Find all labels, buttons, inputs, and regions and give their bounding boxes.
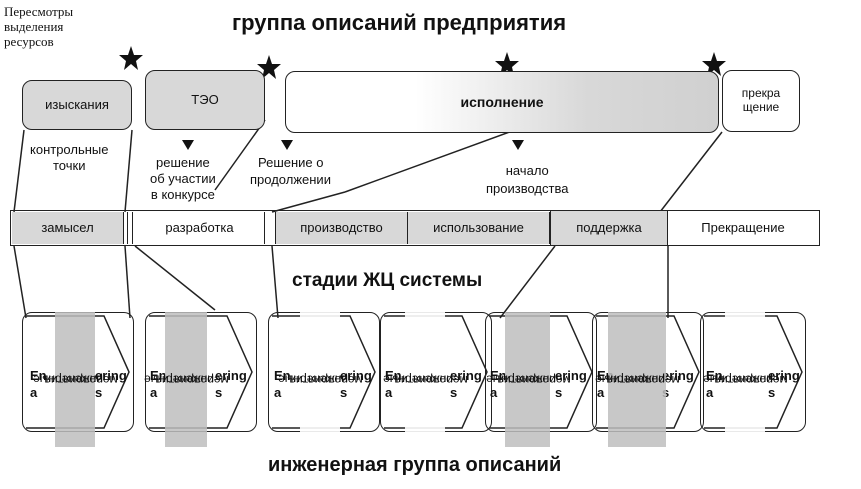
stage-production-label: производство [300, 219, 383, 235]
phase-execution: исполнение [285, 71, 719, 133]
control-points-note: контрольные точки [30, 142, 108, 173]
engineering-group-title: инженерная группа описаний [268, 454, 562, 476]
stage-termination: Прекращение [668, 212, 818, 244]
phase-termination: прекра щение [722, 70, 800, 132]
production-start-note: начало производства [486, 162, 568, 198]
enterprise-group-title: группа описаний предприятия [232, 10, 567, 35]
phase-feasibility-label: ТЭО [191, 91, 219, 107]
stage-development: разработка [135, 212, 265, 244]
note-line: продолжении [250, 172, 331, 187]
stage-divider [127, 212, 133, 244]
phase-termination-label-2: щение [742, 100, 780, 114]
milestone-star-icon [119, 46, 726, 79]
note-line: начало [505, 163, 549, 178]
lifecycle-stage-bar [10, 210, 820, 246]
note-line: решение [155, 155, 210, 170]
note-line: точки [53, 157, 86, 173]
stage-usage: использование [408, 212, 550, 244]
tender-decision-note: решение об участии в конкурсе [150, 155, 216, 203]
continue-decision-note: Решение о продолжении [250, 154, 331, 188]
note-line: ресурсов [4, 34, 54, 49]
stage-termination-label: Прекращение [701, 219, 785, 235]
resource-review-note: Пересмотры выделения ресурсов [4, 4, 73, 49]
stage-concept-label: замысел [41, 219, 94, 235]
phase-execution-label: исполнение [460, 93, 544, 110]
phase-feasibility: ТЭО [145, 70, 265, 130]
lifecycle-stages-title: стадии ЖЦ системы [292, 270, 483, 291]
stage-development-label: разработка [165, 219, 234, 235]
stage-support-label: поддержка [576, 219, 642, 235]
note-line: в конкурсе [150, 187, 215, 202]
note-line: контрольные [30, 142, 109, 157]
note-line: выделения [4, 19, 64, 34]
stage-support: поддержка [550, 210, 668, 246]
phase-survey: изыскания [22, 80, 132, 130]
note-line: Пересмотры [4, 4, 74, 19]
stage-concept: замысел [12, 212, 124, 244]
note-line: Решение о [258, 155, 324, 170]
stage-production: производство [275, 212, 408, 244]
phase-termination-label-1: прекра [741, 86, 781, 101]
phase-survey-label: изыскания [45, 96, 109, 112]
stage-usage-label: использование [433, 219, 524, 235]
note-line: об участии [150, 171, 216, 186]
note-line: производства [486, 181, 569, 196]
